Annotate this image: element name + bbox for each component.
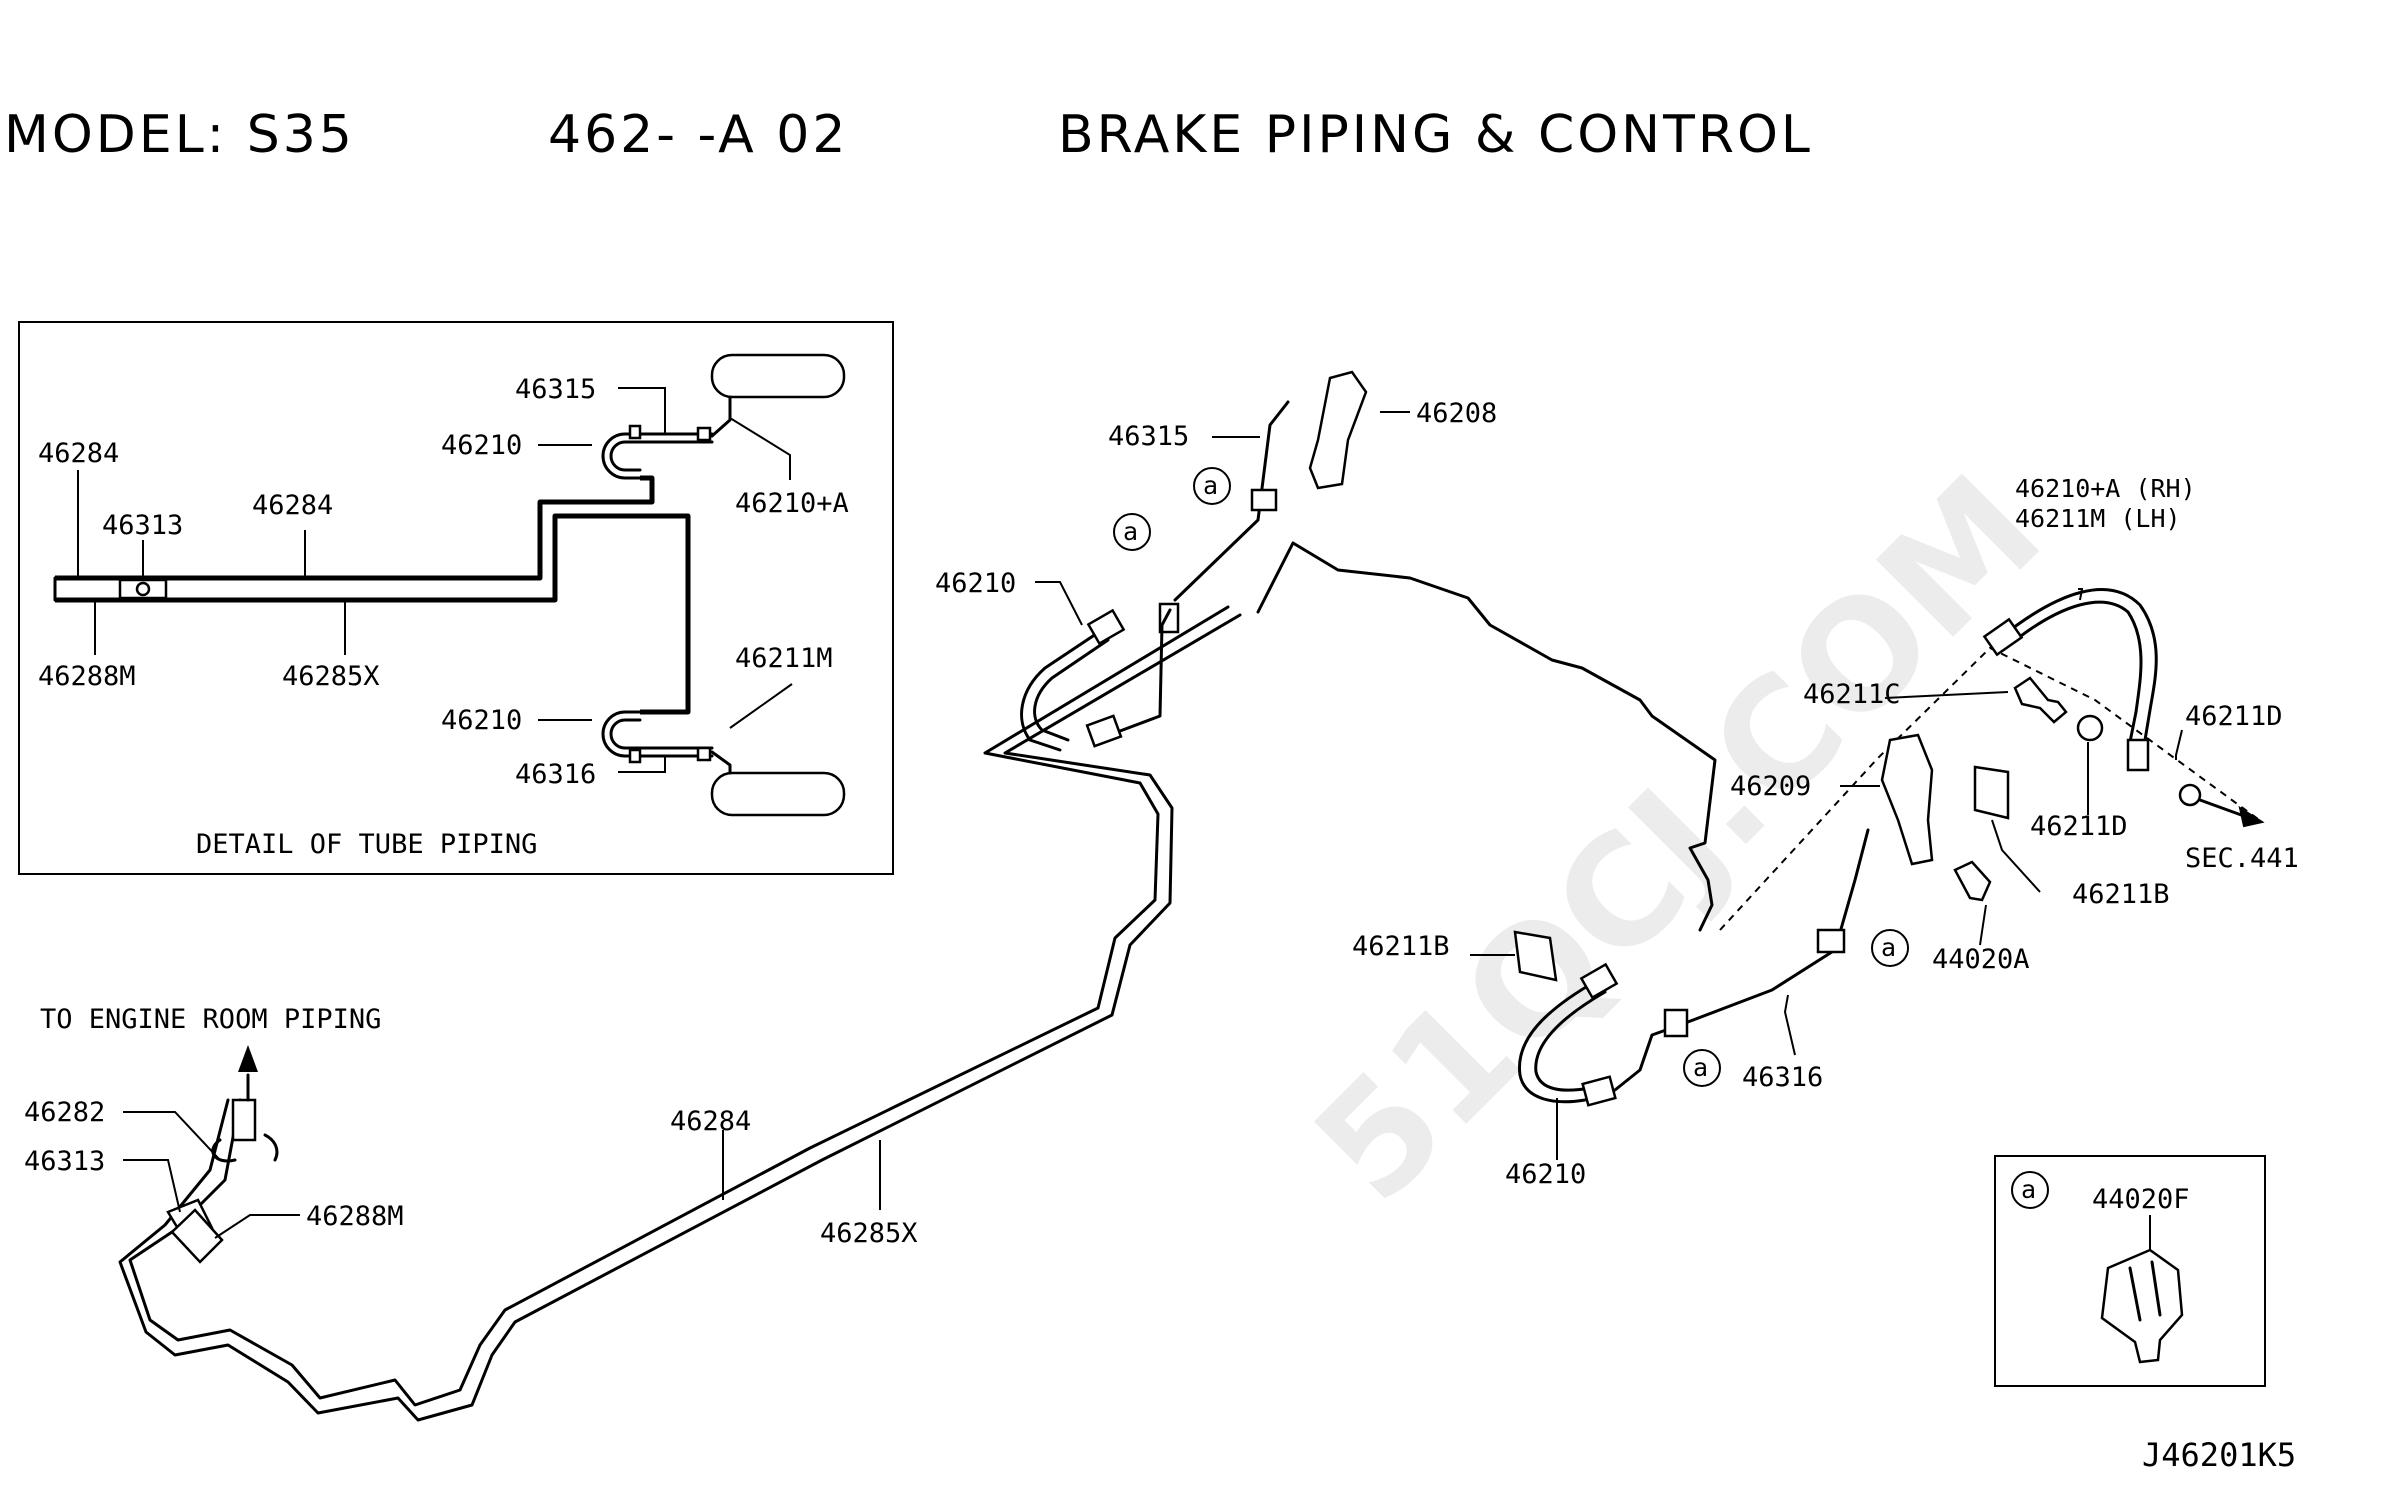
main-brake-piping: a a a a 46315 46: [24, 370, 2299, 1422]
bolt-44020a: [1953, 860, 1992, 902]
detail-tube-piping: 46315 46210 46210+A 46284 46313 46284 46…: [18, 321, 894, 875]
inset-part-label: 44020F: [2092, 1184, 2190, 1215]
label-46210-top: 46210: [441, 430, 522, 461]
clip-44020f: [2100, 1248, 2184, 1364]
label-46316-main: 46316: [1742, 1062, 1823, 1093]
connector-46282: [231, 1098, 257, 1142]
page-title: BRAKE PIPING & CONTROL: [1058, 105, 1813, 165]
label-46288m-main: 46288M: [306, 1201, 404, 1232]
label-46284-a: 46284: [38, 438, 119, 469]
label-46282: 46282: [24, 1097, 105, 1128]
label-46313: 46313: [102, 510, 183, 541]
label-46209: 46209: [1730, 771, 1811, 802]
label-46285x-main: 46285X: [820, 1218, 918, 1249]
label-46208: 46208: [1416, 398, 1497, 429]
hose-fitting-rh-bottom: [2126, 738, 2150, 772]
label-46211d-b: 46211D: [2030, 811, 2128, 842]
svg-text:a: a: [1693, 1053, 1708, 1082]
brake-unit-top: [710, 353, 846, 399]
hose-fitting-ul-2: [1085, 714, 1123, 748]
detail-caption: DETAIL OF TUBE PIPING: [196, 829, 537, 860]
label-46210a: 46210+A: [735, 488, 849, 519]
label-46313-main: 46313: [24, 1146, 105, 1177]
label-46315-main: 46315: [1108, 421, 1189, 452]
model-label: MODEL: S35: [4, 105, 355, 165]
label-46211b-right: 46211B: [2072, 879, 2170, 910]
callout-a-1: a: [1193, 467, 1231, 505]
washer-46211d-b: [2178, 783, 2202, 807]
label-sec441: SEC.441: [2185, 843, 2299, 874]
hose-fitting-lr-1: [1579, 962, 1619, 1000]
svg-text:a: a: [1881, 933, 1896, 962]
brake-unit-bottom: [710, 771, 846, 817]
label-44020a: 44020A: [1932, 944, 2030, 975]
label-46284-main: 46284: [670, 1106, 751, 1137]
label-46285x: 46285X: [282, 661, 380, 692]
label-46210-bottom: 46210: [441, 705, 522, 736]
hose-fitting-rh-top: [1982, 617, 2024, 657]
watermark: 51QCJ.COM: [1282, 443, 2074, 1235]
callout-a-3: a: [1871, 929, 1909, 967]
inset-symbol: a: [2021, 1175, 2036, 1204]
svg-text:a: a: [1203, 471, 1218, 500]
clip-upper: [1158, 602, 1180, 634]
label-46210a-rh: 46210+A (RH): [2015, 474, 2196, 503]
hose-fitting-lr-2: [1581, 1075, 1617, 1107]
hose-fitting-ul-1: [1086, 608, 1126, 646]
label-46210-left: 46210: [935, 568, 1016, 599]
label-46211m: 46211M: [735, 643, 833, 674]
label-46284-b: 46284: [252, 490, 333, 521]
drawing-id: J46201K5: [2142, 1436, 2296, 1474]
clip-46211b-right: [1973, 765, 2010, 820]
bracket-46288m: [170, 1208, 224, 1264]
label-46210-bottom-main: 46210: [1505, 1159, 1586, 1190]
inset-44020f: a 44020F: [1994, 1155, 2266, 1387]
bracket-46208: [1308, 370, 1368, 490]
label-46315: 46315: [515, 374, 596, 405]
label-46211c: 46211C: [1803, 679, 1901, 710]
label-46211m-lh: 46211M (LH): [2015, 504, 2181, 533]
callout-a-2: a: [1113, 513, 1151, 551]
callout-a-4: a: [1683, 1049, 1721, 1087]
washer-46211d-a: [2076, 714, 2104, 742]
bracket-46209: [1880, 733, 1934, 866]
label-46211b-left: 46211B: [1352, 931, 1450, 962]
label-46211d-a: 46211D: [2185, 701, 2283, 732]
svg-text:a: a: [1123, 517, 1138, 546]
label-46316: 46316: [515, 759, 596, 790]
section-code: 462- -A 02: [548, 105, 848, 165]
label-46288m: 46288M: [38, 661, 136, 692]
clip-46211b-left: [1513, 930, 1558, 982]
bolt-46211c: [2013, 676, 2068, 724]
label-engine-room: TO ENGINE ROOM PIPING: [40, 1004, 381, 1035]
